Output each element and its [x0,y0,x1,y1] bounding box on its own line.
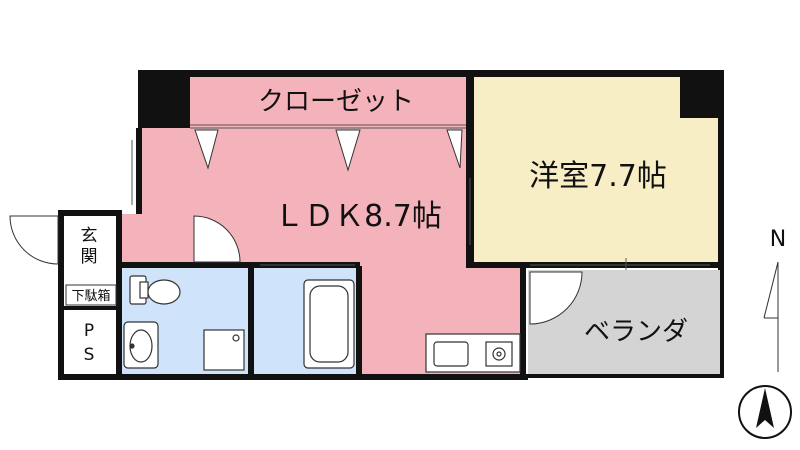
north-label: N [770,227,786,252]
closet-area [190,76,472,128]
entrance-label-top: 玄 [81,226,98,246]
shoe-box [65,284,117,306]
hall-door [193,215,241,263]
closet-label: クローゼット [258,87,414,117]
toilet-fixture [129,275,181,305]
column-left [138,70,190,128]
kitchen-counter [425,333,521,373]
column-right [680,70,724,118]
thin-lines [131,124,710,270]
ps-label-bottom: S [84,345,95,365]
bathtub [303,279,355,369]
entrance-area [66,214,118,286]
closet-doors [194,129,463,172]
entrance-label-bottom: 関 [81,247,98,267]
balcony-label: ベランダ [584,317,688,347]
north-arrow-line-icon [763,261,779,372]
entrance-door [9,215,59,265]
shoe-box-label: 下駄箱 [71,288,110,304]
western-room-label: 洋室7.7帖 [529,159,667,194]
washbasin [123,321,159,369]
ps-label-top: P [84,321,94,341]
western-room-area [474,76,720,267]
compass-icon [738,385,792,439]
ldk-area [118,128,524,374]
ldk-label: ＬＤＫ8.7帖 [274,199,442,234]
balcony-door [529,271,583,325]
washer-space [203,329,245,371]
